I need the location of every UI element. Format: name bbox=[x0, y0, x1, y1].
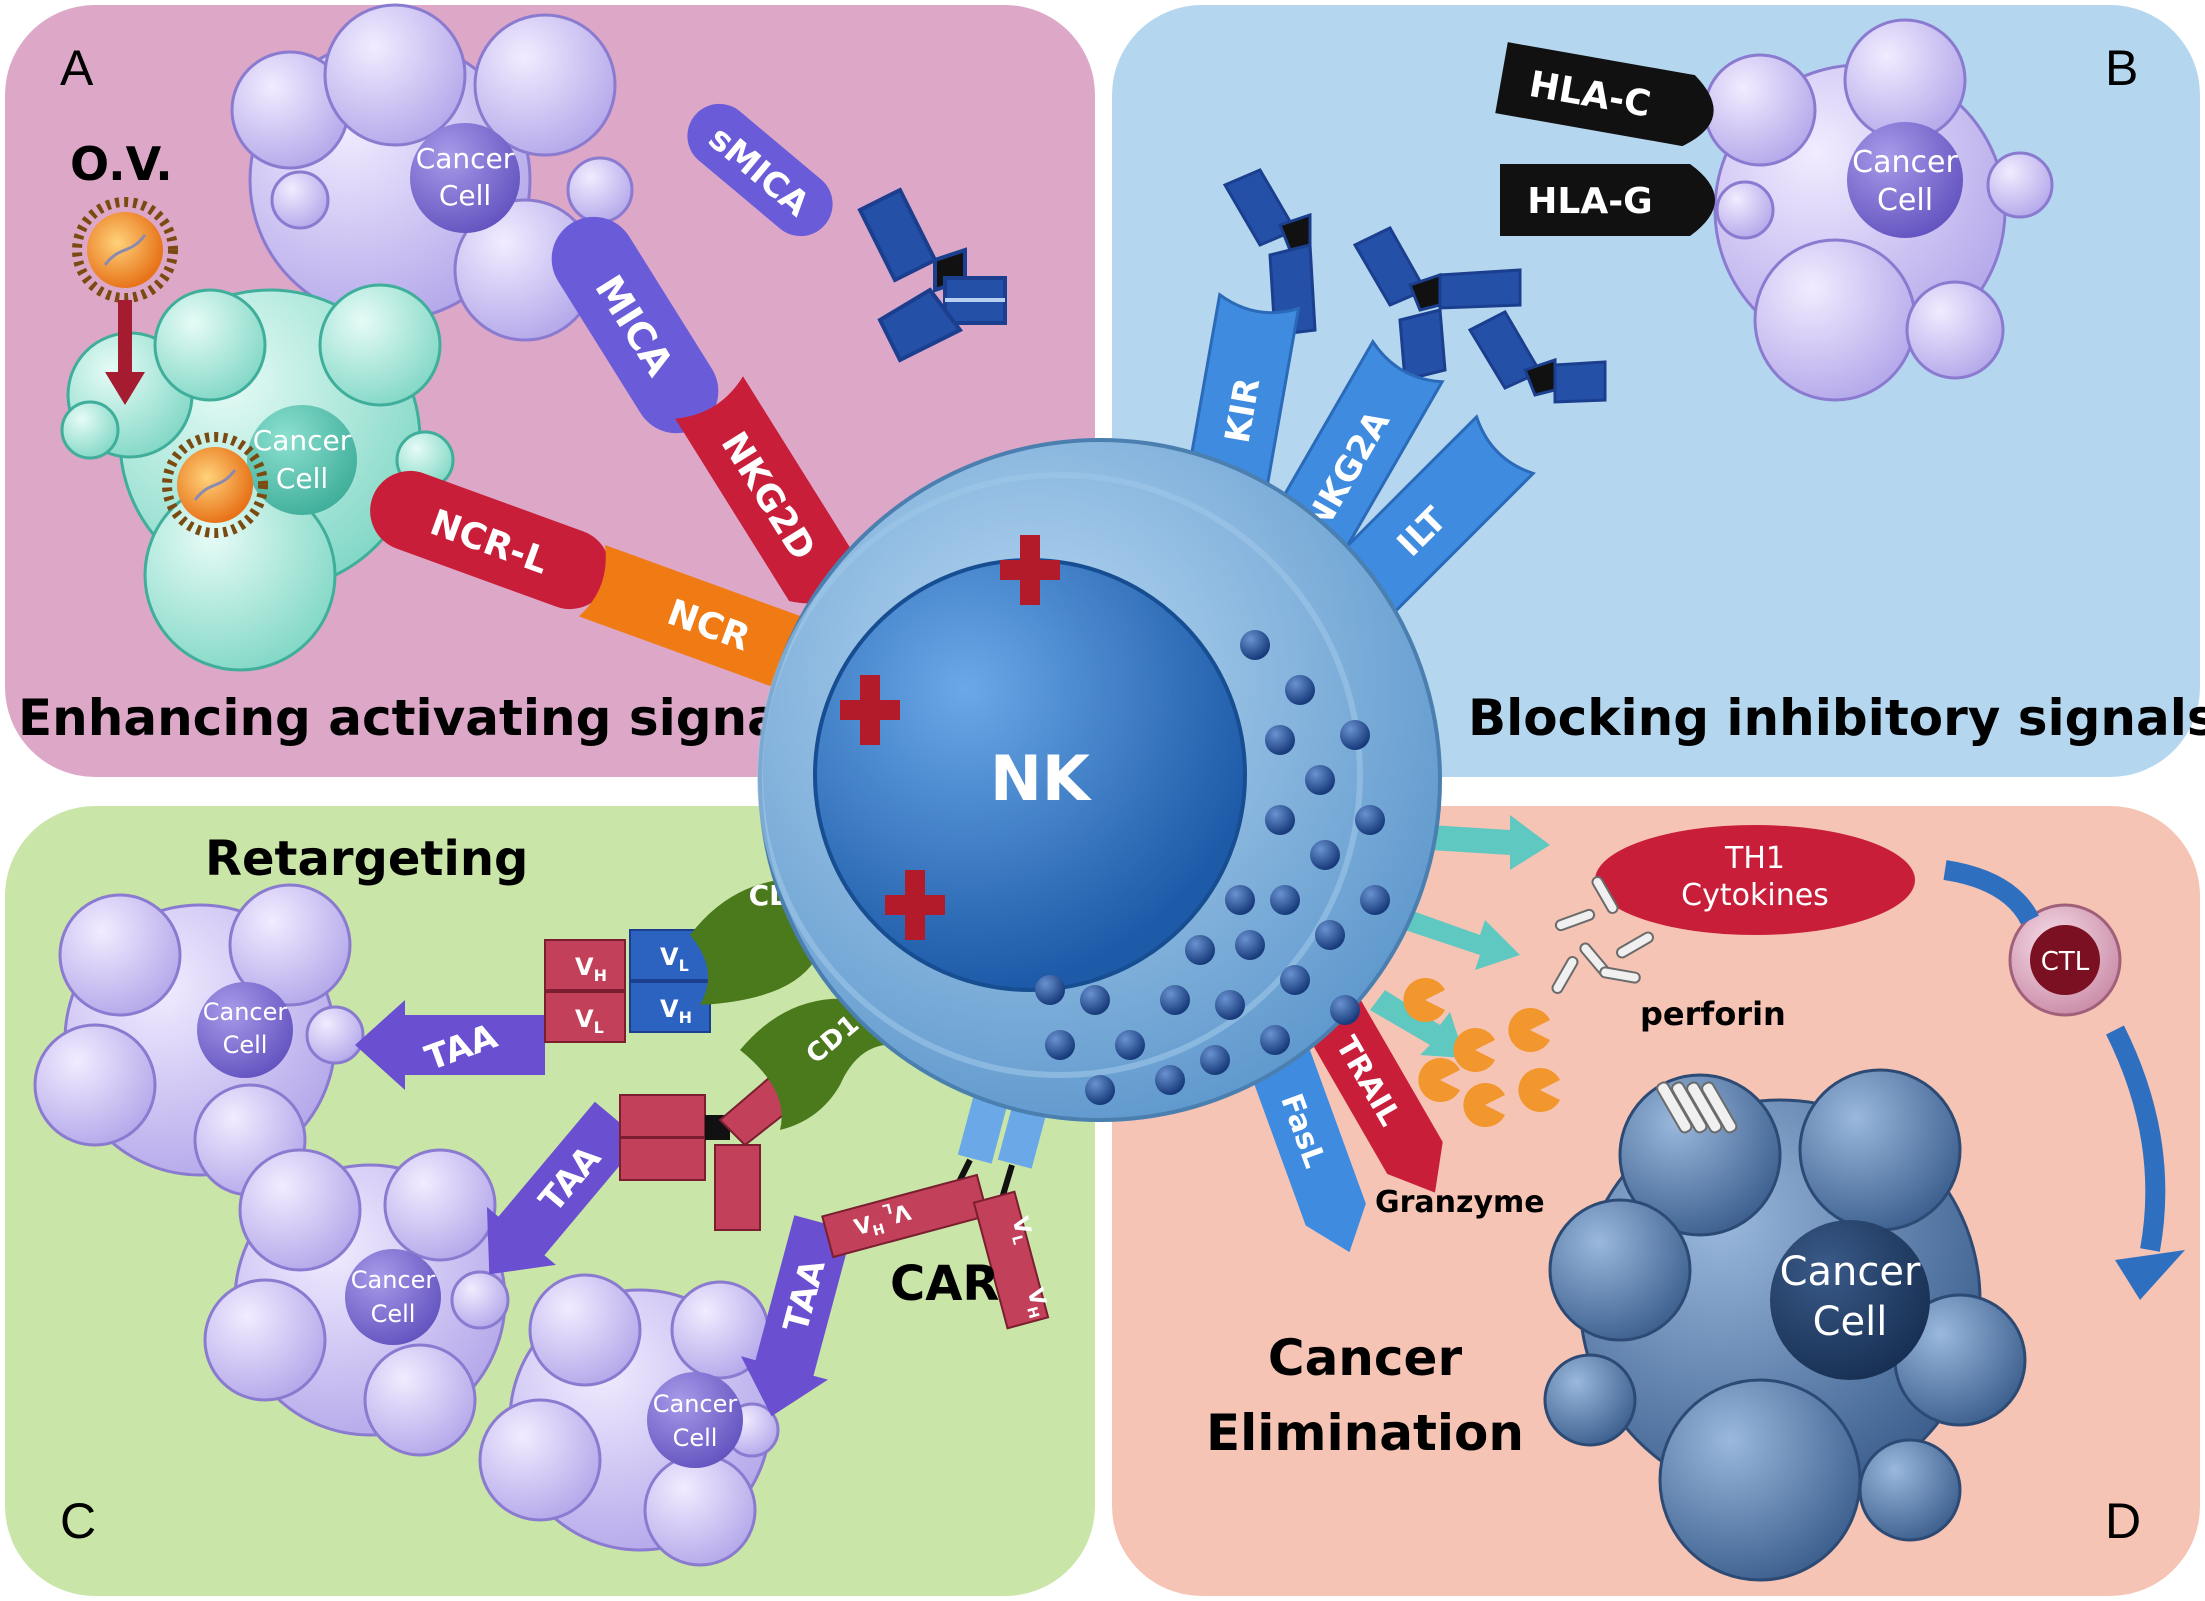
cancer-cell-d-label-1: Cancer bbox=[1780, 1249, 1921, 1295]
cancer-cell-b-label-2: Cell bbox=[1877, 183, 1933, 218]
bike-1-vh2-label: VH bbox=[660, 995, 692, 1027]
cancer-cell-b-label-1: Cancer bbox=[1852, 145, 1958, 180]
car-vl2-label: VL bbox=[1004, 1214, 1038, 1246]
cancer-cell-c1-label-2: Cell bbox=[223, 1031, 268, 1059]
car-vh-label: VH bbox=[852, 1210, 887, 1244]
ctl-cell: CTL bbox=[2008, 903, 2122, 1017]
th1-label-1: TH1 bbox=[1724, 841, 1785, 876]
hla-g-label: HLA-G bbox=[1527, 181, 1652, 222]
cancer-cell-a-top: Cancer Cell bbox=[230, 3, 634, 342]
cancer-cell-c3-label-2: Cell bbox=[673, 1424, 718, 1452]
panel-d-title-1: Cancer bbox=[1268, 1329, 1463, 1387]
ncr-ligand: NCR-L bbox=[370, 470, 610, 610]
cancer-cell-c2: Cancer Cell bbox=[203, 1148, 510, 1457]
granzyme-molecules bbox=[1403, 977, 1560, 1127]
panel-d-title-2: Elimination bbox=[1206, 1404, 1524, 1462]
cancer-cell-a-top-label-2: Cell bbox=[439, 179, 491, 212]
panel-c-letter: C bbox=[60, 1493, 96, 1549]
panel-a-title: Enhancing activating signals bbox=[18, 689, 828, 747]
bike-scfv-1: VH VL VL VH bbox=[544, 929, 711, 1043]
panel-c-title: Retargeting bbox=[205, 831, 528, 887]
granzyme-label: Granzyme bbox=[1375, 1185, 1545, 1220]
nk-granules bbox=[1035, 630, 1390, 1105]
cancer-cell-c3-label-1: Cancer bbox=[653, 1390, 738, 1418]
perforin-molecules bbox=[1551, 876, 1654, 994]
bike-1-vl2-label: VL bbox=[660, 943, 689, 975]
cancer-cell-c1-label-1: Cancer bbox=[203, 998, 288, 1026]
cancer-cell-c2-label-1: Cancer bbox=[351, 1266, 436, 1294]
bike-1-vh-label: VH bbox=[575, 953, 607, 985]
cancer-cell-d: Cancer Cell bbox=[1543, 1068, 2027, 1582]
panel-a-letter: A bbox=[60, 40, 94, 96]
car-vh2-label: VH bbox=[1019, 1285, 1053, 1320]
anti-mica-antibody bbox=[857, 187, 1007, 363]
anti-nkg2a-antibody bbox=[1352, 226, 1522, 382]
cancer-cell-a-infected-label-1: Cancer bbox=[253, 424, 352, 457]
panel-b-letter: B bbox=[2105, 40, 2138, 96]
ncr-receptor: NCR bbox=[578, 544, 825, 694]
th1-label-2: Cytokines bbox=[1681, 878, 1829, 913]
hla-c-molecule: HLA-C bbox=[1495, 42, 1714, 147]
activation-plus-icons bbox=[840, 535, 1060, 940]
hla-g-molecule: HLA-G bbox=[1500, 164, 1715, 236]
ctl-label: CTL bbox=[2041, 947, 2090, 977]
panel-d-letter: D bbox=[2105, 1493, 2141, 1549]
cancer-cell-c3: Cancer Cell bbox=[478, 1273, 780, 1567]
oncolytic-virus-inside-icon bbox=[162, 432, 268, 538]
taa-antigen-3: TAA bbox=[741, 1215, 853, 1417]
secretion-arrows bbox=[1370, 815, 1550, 1058]
perforin-pore bbox=[1656, 1081, 1738, 1134]
bike-1-vl-label: VL bbox=[575, 1005, 604, 1037]
cancer-cell-b: Cancer Cell bbox=[1703, 18, 2054, 402]
oncolytic-virus-label: O.V. bbox=[70, 137, 173, 191]
car-vl-label: VL bbox=[881, 1195, 913, 1229]
cancer-cell-a-infected-label-2: Cell bbox=[276, 462, 328, 495]
cancer-cell-a-top-label-1: Cancer bbox=[416, 142, 515, 175]
taa-antigen-1: TAA bbox=[355, 1000, 545, 1090]
virus-entry-arrow bbox=[105, 300, 145, 405]
anti-ilt-antibody bbox=[1467, 310, 1607, 404]
car-label: CAR bbox=[890, 1256, 999, 1312]
oncolytic-virus-icon bbox=[72, 197, 178, 303]
ctl-arrowhead bbox=[2115, 1250, 2185, 1300]
ctl-recruit-arrow bbox=[1943, 860, 2166, 1252]
nk-label: NK bbox=[990, 742, 1092, 815]
cancer-cell-c2-label-2: Cell bbox=[371, 1300, 416, 1328]
panel-b-title: Blocking inhibitory signals bbox=[1468, 689, 2205, 747]
cancer-cell-c1: Cancer Cell bbox=[33, 883, 365, 1197]
th1-cytokines: TH1 Cytokines bbox=[1595, 825, 1915, 935]
perforin-label: perforin bbox=[1640, 995, 1786, 1033]
cancer-cell-d-label-2: Cell bbox=[1813, 1299, 1888, 1345]
